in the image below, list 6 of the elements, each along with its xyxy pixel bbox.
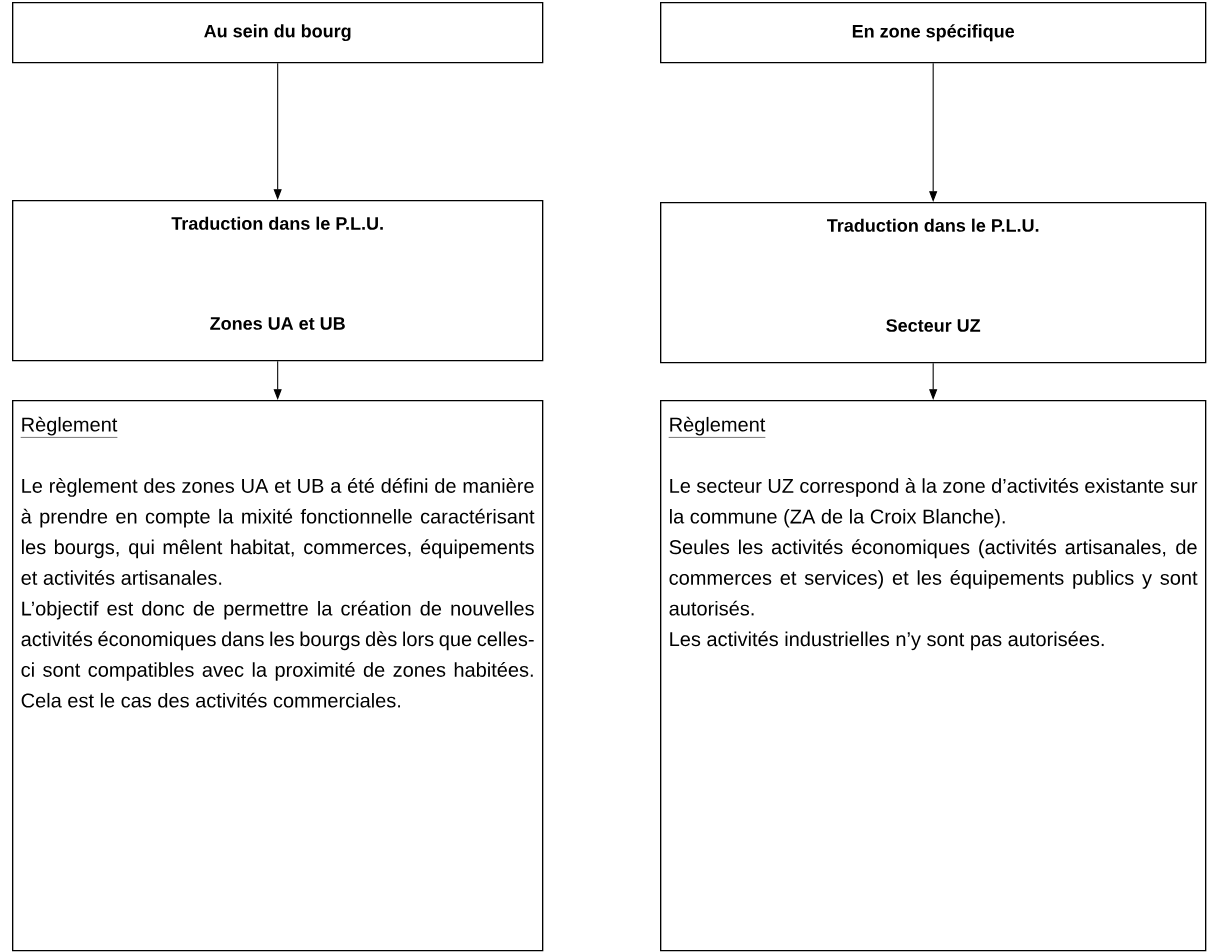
title-box: Au sein du bourg [12,2,544,64]
text-box: Règlement Le secteur UZ correspond à la zone d’activités existante sur la commune (ZA de la Croix Blanche). Seules les activités économiques (activités artisanales, de commerces et services) et les équipements publics y sont autorisés. Les activités industrielles n’y sont pas autorisées. [660,400,1207,952]
process-box: Traduction dans le P.L.U. Zones UA et UB [12,200,544,362]
process-box: Traduction dans le P.L.U. Secteur UZ [660,202,1207,364]
text-box: Règlement Le règlement des zones UA et UB a été défini de manière à prendre en compte la mixité fonctionnelle caractérisant les bourgs, qui mêlent habitat, commerces, équipements et activités artisanales. L’objectif est donc de permettre la création de nouvelles activités économiques dans les bourgs dès lors que celles-ci sont compatibles avec la proximité de zones habitées. Cela est le cas des activités commerciales. [12,400,544,952]
title-box: En zone spécifique [660,2,1207,64]
